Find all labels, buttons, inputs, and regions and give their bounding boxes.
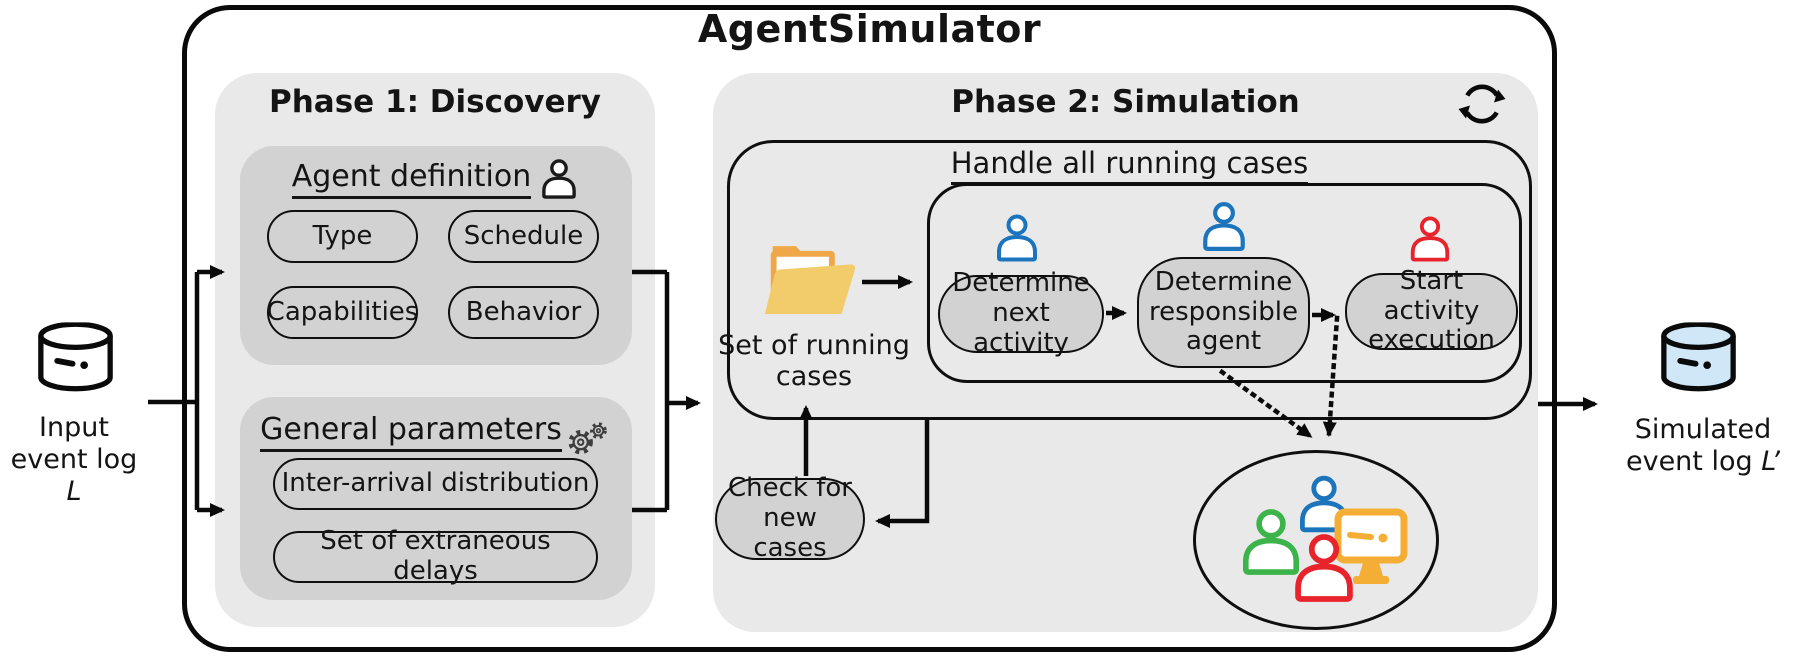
simulated-log-label: Simulated event log L’	[1625, 414, 1780, 477]
pill-type: Type	[267, 210, 418, 263]
person-icon-blue	[1198, 197, 1250, 256]
pill-check-new-cases: Check for new cases	[715, 473, 865, 563]
pill-determine-responsible-agent: Determine responsible agent	[1137, 257, 1310, 368]
running-cases-label: Set of running cases	[718, 330, 910, 392]
outer-frame	[182, 5, 1557, 652]
pill-extraneous-delays: Set of extraneous delays	[273, 526, 598, 586]
gears-icon	[568, 422, 607, 455]
pill-capabilities: Capabilities	[267, 286, 418, 339]
person-icon-blue	[992, 209, 1042, 267]
person-icon-red	[1288, 522, 1360, 614]
log-symbol: L	[66, 476, 82, 507]
pill-inter-arrival: Inter-arrival distribution	[273, 458, 598, 510]
person-icon-red	[1406, 211, 1454, 267]
pill-behavior: Behavior	[448, 286, 599, 339]
input-log-label: Input event log L	[10, 412, 138, 507]
open-folder-icon	[764, 246, 856, 314]
resource-pool-ellipse	[1193, 450, 1439, 630]
phase2-title: Phase 2: Simulation	[951, 84, 1300, 120]
handle-running-cases-title: Handle all running cases	[950, 146, 1309, 185]
database-icon-output	[1660, 322, 1737, 392]
log-symbol: L’	[1761, 446, 1780, 477]
general-parameters-title: General parameters	[260, 412, 562, 452]
handle-running-cases-box	[727, 140, 1532, 420]
diagram-title: AgentSimulator	[697, 7, 1042, 51]
database-icon-input	[37, 322, 114, 392]
general-parameters-header: General parameters	[240, 406, 632, 458]
computer-monitor-icon	[1334, 508, 1408, 584]
phase1-title: Phase 1: Discovery	[269, 84, 601, 120]
agent-definition-header: Agent definition	[240, 156, 632, 202]
pill-schedule: Schedule	[448, 210, 599, 263]
pill-start-activity-execution: Start activity execution	[1345, 266, 1518, 355]
agent-definition-title: Agent definition	[291, 159, 532, 199]
handle-running-cases-header: Handle all running cases	[727, 146, 1532, 185]
person-icon	[538, 156, 580, 202]
pill-determine-next-activity: Determine next activity	[938, 268, 1104, 358]
cycle-arrows-icon	[1458, 84, 1506, 124]
